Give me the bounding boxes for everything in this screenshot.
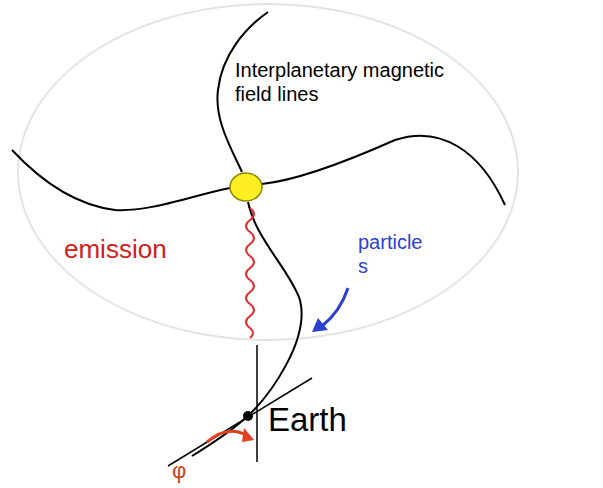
particle-arrowhead [312,318,328,332]
emission-label: emission [64,234,194,265]
particles-label: particle s [358,230,438,278]
earth-label: Earth [268,400,388,440]
field-line [262,136,505,205]
field-line [12,150,230,210]
emission-wave [246,208,254,338]
field-lines [12,12,505,456]
angle-arc [207,431,248,442]
particle-arrow [322,288,348,326]
sun [230,173,262,201]
background-ellipse [18,4,518,340]
field-lines-label: Interplanetary magnetic field lines [235,58,485,106]
reference-line [256,345,258,462]
angle-symbol: φ [172,458,202,484]
earth-dot [243,411,253,421]
angle-arrowhead [242,428,254,442]
